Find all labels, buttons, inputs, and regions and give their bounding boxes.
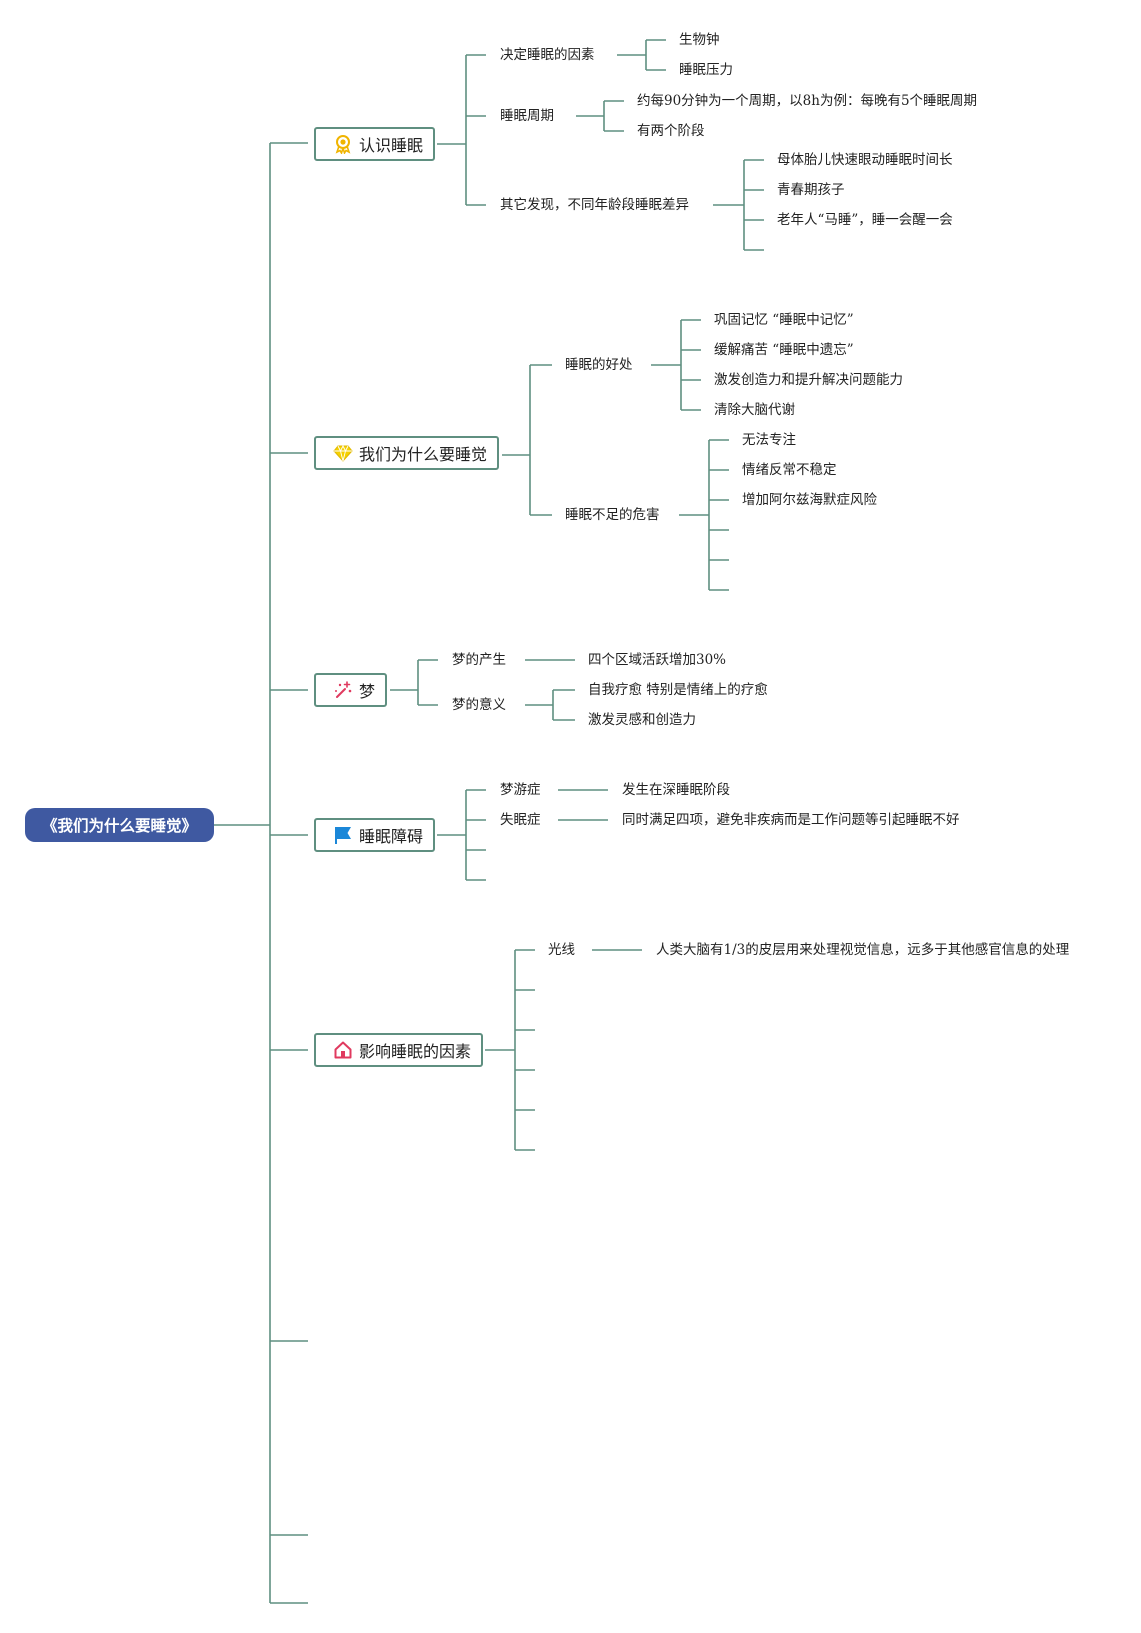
subtopic-sleep-factors[interactable]: 决定睡眠的因素 — [500, 47, 595, 63]
topic-why-sleep[interactable]: 我们为什么要睡觉 — [314, 436, 500, 470]
sparkle-wand-icon — [333, 680, 353, 700]
leaf-alzheimers-risk[interactable]: 增加阿尔兹海默症风险 — [742, 492, 877, 508]
award-ribbon-icon — [333, 134, 353, 154]
leaf-ease-pain[interactable]: 缓解痛苦 “睡眠中遗忘” — [714, 342, 854, 358]
root-topic[interactable]: 《我们为什么要睡觉》 — [25, 808, 214, 842]
topic-label: 梦 — [359, 682, 376, 701]
leaf-elderly[interactable]: 老年人“马睡”，睡一会醒一会 — [777, 212, 953, 228]
subtopic-dream-meaning[interactable]: 梦的意义 — [452, 697, 506, 713]
gem-icon — [333, 443, 353, 463]
topic-label: 认识睡眠 — [359, 136, 424, 155]
leaf-no-focus[interactable]: 无法专注 — [742, 432, 796, 448]
leaf-two-stages[interactable]: 有两个阶段 — [637, 123, 705, 139]
leaf-insomnia-criteria[interactable]: 同时满足四项，避免非疾病而是工作问题等引起睡眠不好 — [622, 812, 960, 828]
leaf-inspiration[interactable]: 激发灵感和创造力 — [588, 712, 696, 728]
leaf-creativity[interactable]: 激发创造力和提升解决问题能力 — [714, 372, 903, 388]
leaf-emotional-instability[interactable]: 情绪反常不稳定 — [742, 462, 837, 478]
topic-label: 影响睡眠的因素 — [359, 1042, 472, 1061]
topic-sleep-influences[interactable]: 影响睡眠的因素 — [314, 1033, 484, 1067]
leaf-consolidate-memory[interactable]: 巩固记忆 “睡眠中记忆” — [714, 312, 854, 328]
subtopic-sleep-benefits[interactable]: 睡眠的好处 — [565, 357, 633, 373]
leaf-biological-clock[interactable]: 生物钟 — [679, 32, 720, 48]
topic-label: 我们为什么要睡觉 — [359, 445, 488, 464]
subtopic-dream-origin[interactable]: 梦的产生 — [452, 652, 506, 668]
topic-label: 睡眠障碍 — [359, 827, 424, 846]
leaf-clear-metabolism[interactable]: 清除大脑代谢 — [714, 402, 795, 418]
leaf-fetus-rem[interactable]: 母体胎儿快速眼动睡眠时间长 — [777, 152, 953, 168]
leaf-adolescents[interactable]: 青春期孩子 — [777, 182, 845, 198]
subtopic-insomnia[interactable]: 失眠症 — [500, 812, 541, 828]
subtopic-sleep-cycle[interactable]: 睡眠周期 — [500, 108, 554, 124]
leaf-visual-cortex[interactable]: 人类大脑有1/3的皮层用来处理视觉信息，远多于其他感官信息的处理 — [656, 942, 1070, 958]
topic-sleep-disorders[interactable]: 睡眠障碍 — [314, 818, 436, 852]
home-icon — [333, 1040, 353, 1060]
subtopic-sleep-deprivation-harm[interactable]: 睡眠不足的危害 — [565, 507, 660, 523]
topic-dreams[interactable]: 梦 — [314, 673, 388, 707]
flag-icon — [333, 825, 353, 845]
leaf-sleep-pressure[interactable]: 睡眠压力 — [679, 62, 733, 78]
subtopic-sleepwalking[interactable]: 梦游症 — [500, 782, 541, 798]
topic-know-sleep[interactable]: 认识睡眠 — [314, 127, 436, 161]
leaf-four-regions[interactable]: 四个区域活跃增加30% — [588, 652, 727, 668]
leaf-self-healing[interactable]: 自我疗愈 特别是情绪上的疗愈 — [588, 682, 768, 698]
subtopic-light[interactable]: 光线 — [548, 942, 575, 958]
leaf-deep-sleep-stage[interactable]: 发生在深睡眠阶段 — [622, 782, 730, 798]
subtopic-age-differences[interactable]: 其它发现，不同年龄段睡眠差异 — [500, 197, 689, 213]
leaf-cycle-90min[interactable]: 约每90分钟为一个周期，以8h为例：每晚有5个睡眠周期 — [637, 93, 978, 109]
